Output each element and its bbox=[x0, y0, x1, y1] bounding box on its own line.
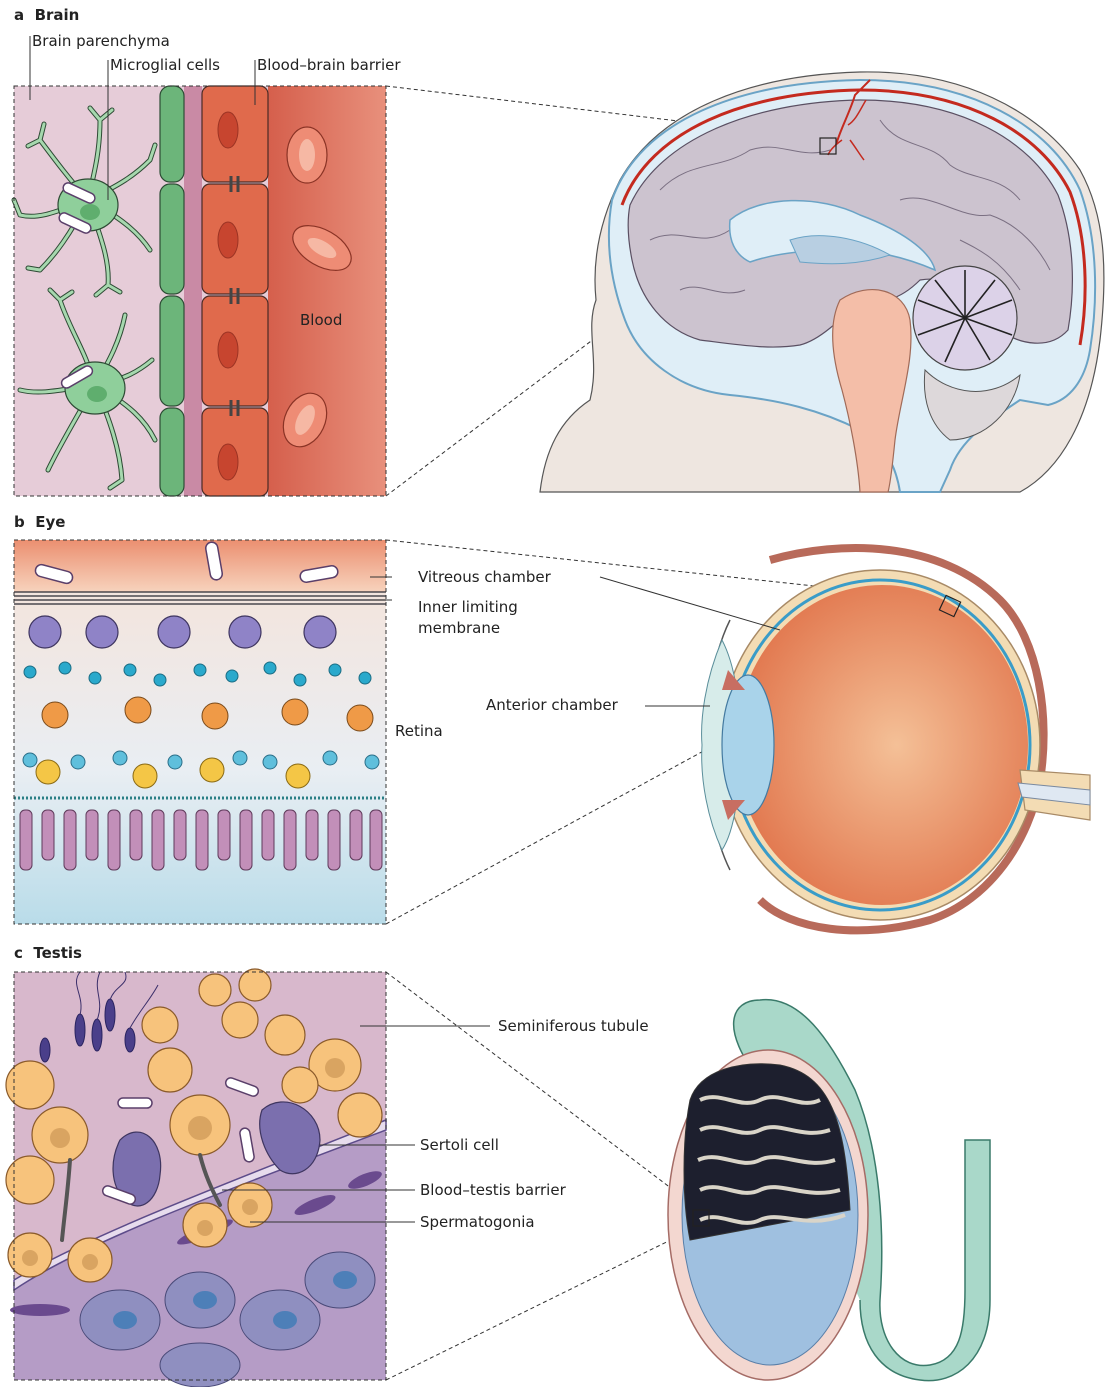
retina-inset bbox=[14, 540, 392, 924]
label-retina: Retina bbox=[395, 723, 443, 740]
panel-a-title: a Brain bbox=[14, 6, 79, 24]
label-inner-limiting-line1: Inner limiting bbox=[418, 599, 518, 616]
label-anterior-chamber: Anterior chamber bbox=[486, 697, 618, 714]
label-blood-brain-barrier: Blood–brain barrier bbox=[257, 57, 401, 74]
panel-a-letter: a bbox=[14, 6, 24, 24]
glia-limitans-strip bbox=[160, 86, 184, 496]
panel-b-title: b Eye bbox=[14, 513, 65, 531]
label-seminiferous-tubule: Seminiferous tubule bbox=[498, 1018, 649, 1035]
label-blood-testis-barrier: Blood–testis barrier bbox=[420, 1182, 566, 1199]
label-inner-limiting-line2: membrane bbox=[418, 620, 500, 637]
panel-c-title: c Testis bbox=[14, 944, 82, 962]
photoreceptors bbox=[20, 810, 382, 870]
testis-inset bbox=[6, 969, 490, 1387]
brain-inset bbox=[14, 36, 386, 496]
testis-drawing bbox=[668, 1000, 990, 1381]
panel-a-name: Brain bbox=[35, 6, 80, 24]
label-brain-parenchyma: Brain parenchyma bbox=[32, 33, 170, 50]
label-sertoli-cell: Sertoli cell bbox=[420, 1137, 499, 1154]
label-microglial-cells: Microglial cells bbox=[110, 57, 220, 74]
label-vitreous-chamber: Vitreous chamber bbox=[418, 569, 551, 586]
label-spermatogonia: Spermatogonia bbox=[420, 1214, 535, 1231]
panel-b-name: Eye bbox=[35, 513, 65, 531]
panel-c-name: Testis bbox=[33, 944, 82, 962]
head-sagittal-section bbox=[540, 72, 1104, 492]
label-blood: Blood bbox=[300, 312, 342, 329]
endothelial-cells bbox=[202, 86, 268, 496]
eyeball bbox=[600, 548, 1090, 930]
panel-b-letter: b bbox=[14, 513, 25, 531]
panel-c-letter: c bbox=[14, 944, 23, 962]
